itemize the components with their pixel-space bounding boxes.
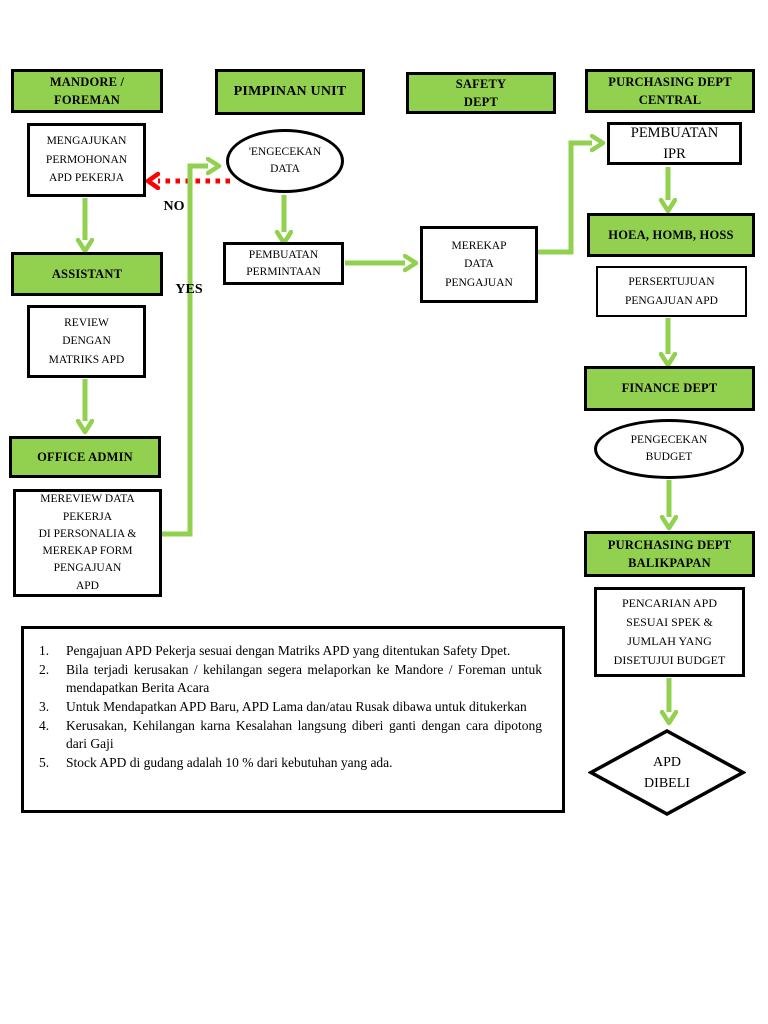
diamond-shape — [588, 729, 746, 816]
header-hoea-homb-hoss: HOEA, HOMB, HOSS — [587, 213, 755, 257]
process-pembuatan-ipr: PEMBUATAN IPR — [607, 122, 742, 165]
note-text: Pengajuan APD Pekerja sesuai dengan Matr… — [66, 643, 511, 658]
label-yes: YES — [175, 282, 203, 297]
note-number: 5. — [39, 754, 50, 770]
notes-box: 1. Pengajuan APD Pekerja sesuai dengan M… — [21, 626, 565, 813]
process-mengajukan-permohonan: MENGAJUKAN PERMOHONAN APD PEKERJA — [27, 123, 146, 197]
process-mereview-data: MEREVIEW DATA PEKERJA DI PERSONALIA & ME… — [13, 489, 162, 597]
header-office-admin: OFFICE ADMIN — [9, 436, 161, 478]
header-safety-dept: SAFETY DEPT — [406, 72, 556, 114]
note-item: 3. Untuk Mendapatkan APD Baru, APD Lama … — [39, 698, 542, 717]
header-purchasing-balikpapan: PURCHASING DEPT BALIKPAPAN — [584, 531, 755, 577]
note-item: 1. Pengajuan APD Pekerja sesuai dengan M… — [39, 642, 542, 661]
note-number: 4. — [39, 717, 50, 733]
header-mandore-foreman: MANDORE / FOREMAN — [11, 69, 163, 113]
arrow-merekap-to-ipr — [538, 143, 592, 255]
process-pencarian-apd: PENCARIAN APD SESUAI SPEK & JUMLAH YANG … — [594, 587, 745, 677]
diamond-label: APD DIBELI — [644, 754, 690, 791]
note-number: 1. — [39, 643, 50, 658]
note-item: 4. Kerusakan, Kehilangan karna Kesalahan… — [39, 717, 542, 754]
header-purchasing-central: PURCHASING DEPT CENTRAL — [585, 69, 755, 113]
note-number: 2. — [39, 661, 50, 677]
note-text: Kerusakan, Kehilangan karna Kesalahan la… — [66, 717, 542, 752]
note-item: 5. Stock APD di gudang adalah 10 % dari … — [39, 754, 542, 773]
arrow-yes-mereview-to-pengecekan — [161, 166, 208, 537]
decision-pengecekan-data: 'ENGECEKAN DATA — [226, 129, 344, 193]
header-assistant: ASSISTANT — [11, 252, 163, 296]
process-review-matriks: REVIEW DENGAN MATRIKS APD — [27, 305, 146, 378]
header-finance-dept: FINANCE DEPT — [584, 366, 755, 411]
decision-pengecekan-budget: PENGECEKAN BUDGET — [594, 419, 744, 479]
header-pimpinan-unit: PIMPINAN UNIT — [215, 69, 365, 115]
process-merekap-data: MEREKAP DATA PENGAJUAN — [420, 226, 538, 303]
process-pembuatan-permintaan: PEMBUATAN PERMINTAAN — [223, 242, 344, 285]
note-text: Bila terjadi kerusakan / kehilangan sege… — [66, 661, 542, 696]
note-item: 2. Bila terjadi kerusakan / kehilangan s… — [39, 661, 542, 698]
terminator-apd-dibeli: APD DIBELI — [588, 729, 746, 816]
note-text: Stock APD di gudang adalah 10 % dari keb… — [66, 754, 393, 770]
note-text: Untuk Mendapatkan APD Baru, APD Lama dan… — [66, 698, 527, 714]
process-persertujuan: PERSERTUJUAN PENGAJUAN APD — [596, 266, 747, 317]
label-no: NO — [163, 199, 185, 214]
note-number: 3. — [39, 698, 50, 714]
